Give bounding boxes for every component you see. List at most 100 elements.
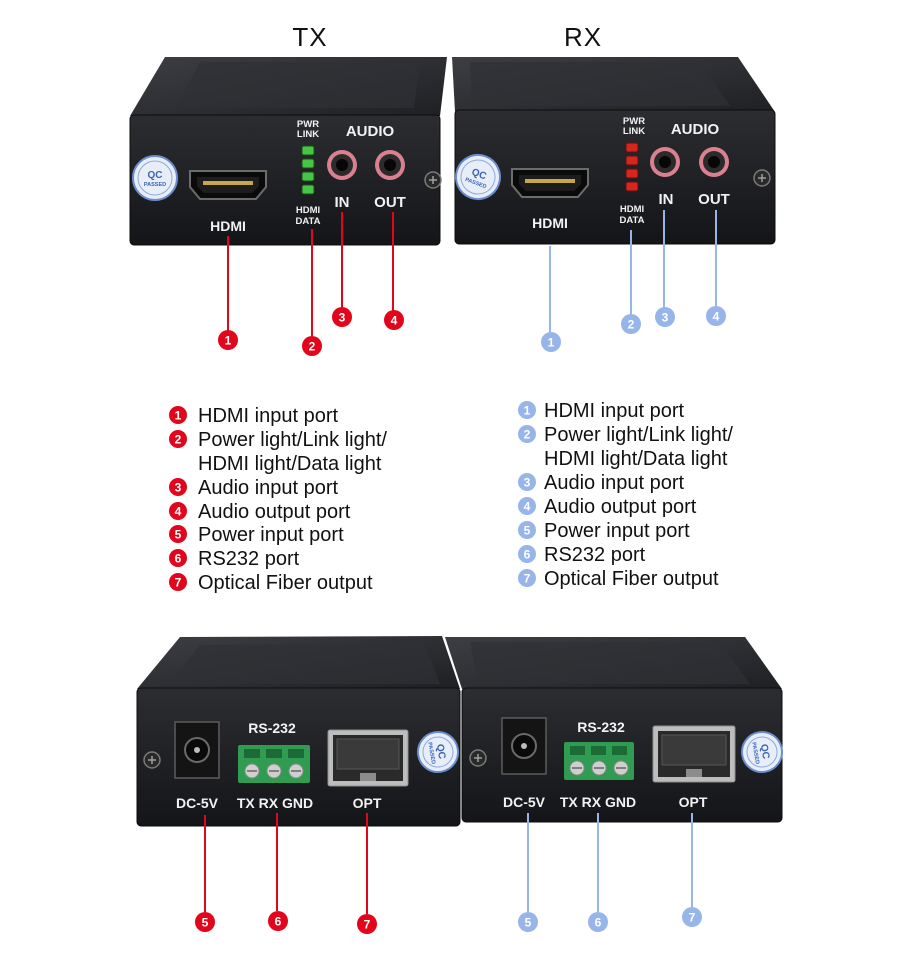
tx-legend-text-1: HDMI input port xyxy=(198,405,338,427)
rx-front-qc-sticker: QC PASSED xyxy=(455,154,501,200)
rx-legend-item-1: 1 HDMI input port xyxy=(518,400,684,422)
rx-legend-text-3: Audio input port xyxy=(544,472,685,494)
tx-callout-4-number: 4 xyxy=(391,314,398,328)
tx-callout-3: 3 xyxy=(332,307,352,327)
rx-led-hdmi xyxy=(625,168,639,179)
tx-legend-badge-7 xyxy=(169,573,187,591)
tx-front-top-label xyxy=(176,62,420,108)
rx-led-link xyxy=(625,155,639,166)
rx-legend-text-2b: HDMI light/Data light xyxy=(544,448,728,470)
qc-sticker-line1: QC xyxy=(148,170,163,181)
qc-sticker-line1: QC xyxy=(470,167,488,182)
rx-front-device: QC PASSED HDMI PWR LINK HDMI DATA AUDIO xyxy=(452,57,776,245)
tx-front-device: QC PASSED HDMI PWR LINK HDMI DATA AUDIO xyxy=(129,57,447,246)
qc-sticker-line2: PASSED xyxy=(426,742,436,765)
rx-hdmi-port xyxy=(511,168,589,198)
rx-rs232-terminal-block xyxy=(564,742,634,780)
tx-led-data xyxy=(301,184,315,195)
tx-dc-label: DC-5V xyxy=(176,795,219,811)
tx-back-qc-sticker: QC PASSED xyxy=(417,731,459,773)
tx-legend-item-3: 3 Audio input port xyxy=(169,477,339,499)
tx-legend-badge-1 xyxy=(169,406,187,424)
rx-legend-item-3: 3 Audio input port xyxy=(518,472,685,494)
rx-callout-4-badge xyxy=(706,306,726,326)
rx-hdmi-label: HDMI xyxy=(532,215,568,231)
tx-legend-item-7: 7 Optical Fiber output xyxy=(169,572,373,594)
rx-hdmi-led-label: HDMI xyxy=(620,204,644,215)
rx-callout-2: 2 xyxy=(621,314,641,334)
rx-legend-badge-6 xyxy=(518,545,536,563)
tx-legend-text-5: Power input port xyxy=(198,524,344,546)
rx-legend-number-1: 1 xyxy=(524,404,531,418)
rx-audio-in-label: IN xyxy=(659,191,674,208)
rx-legend: 1 HDMI input port 2 Power light/Link lig… xyxy=(518,400,733,590)
tx-callout-1: 1 xyxy=(218,330,238,350)
rx-legend-item-5: 5 Power input port xyxy=(518,520,690,542)
rx-status-leds xyxy=(625,142,639,192)
tx-callout-7: 7 xyxy=(357,914,377,934)
rx-legend-badge-3 xyxy=(518,473,536,491)
tx-terminals-label: TX RX GND xyxy=(237,795,313,811)
rx-legend-number-6: 6 xyxy=(524,548,531,562)
rx-callout-1-number: 1 xyxy=(548,336,555,350)
tx-callout-4: 4 xyxy=(384,310,404,330)
tx-callout-4-badge xyxy=(384,310,404,330)
tx-legend-number-2: 2 xyxy=(175,433,182,447)
rx-audio-in-jack xyxy=(650,147,680,177)
rx-back-qc-sticker: QC PASSED xyxy=(741,731,783,773)
tx-legend-badge-4 xyxy=(169,502,187,520)
tx-callout-3-badge xyxy=(332,307,352,327)
tx-legend-badge-5 xyxy=(169,525,187,543)
rx-legend-number-4: 4 xyxy=(524,500,531,514)
rx-callout-1-badge xyxy=(541,332,561,352)
tx-callout-2-number: 2 xyxy=(309,340,316,354)
tx-legend-number-6: 6 xyxy=(175,552,182,566)
rx-legend-badge-5 xyxy=(518,521,536,539)
rx-callout-3-number: 3 xyxy=(662,311,669,325)
tx-legend-badge-3 xyxy=(169,478,187,496)
rx-legend-number-7: 7 xyxy=(524,572,531,586)
rx-audio-out-jack xyxy=(699,147,729,177)
tx-legend: 1 HDMI input port 2 Power light/Link lig… xyxy=(169,405,387,594)
rx-legend-number-2: 2 xyxy=(524,428,531,442)
tx-audio-in-jack xyxy=(327,150,357,180)
tx-back-device: DC-5V RS-232 TX RX GND OPT QC PASSED xyxy=(136,636,461,827)
tx-back-screw-icon xyxy=(143,751,161,769)
tx-callout-1-number: 1 xyxy=(225,334,232,348)
tx-legend-badge-6 xyxy=(169,549,187,567)
tx-audio-label: AUDIO xyxy=(346,123,395,140)
rx-data-led-label: DATA xyxy=(620,215,645,226)
rx-legend-text-5: Power input port xyxy=(544,520,690,542)
tx-rs232-label: RS-232 xyxy=(248,720,296,736)
tx-callout-6: 6 xyxy=(268,911,288,931)
rx-back-device: DC-5V RS-232 TX RX GND OPT QC PASSED xyxy=(445,637,783,823)
tx-legend-text-7: Optical Fiber output xyxy=(198,572,373,594)
tx-legend-badge-2 xyxy=(169,430,187,448)
tx-legend-number-4: 4 xyxy=(175,505,182,519)
rx-legend-item-2: 2 Power light/Link light/ HDMI light/Dat… xyxy=(518,424,733,470)
rx-sfp-optical-port xyxy=(652,725,736,783)
tx-legend-number-1: 1 xyxy=(175,409,182,423)
rx-legend-number-5: 5 xyxy=(524,524,531,538)
tx-led-hdmi xyxy=(301,171,315,182)
tx-legend-item-6: 6 RS232 port xyxy=(169,548,300,570)
tx-callout-7-number: 7 xyxy=(364,918,371,932)
tx-legend-item-4: 4 Audio output port xyxy=(169,501,351,523)
tx-callout-2-badge xyxy=(302,336,322,356)
rx-title: RX xyxy=(564,22,602,52)
tx-dc-power-jack xyxy=(174,721,220,779)
rx-audio-out-label: OUT xyxy=(698,191,730,208)
rx-front-screw-icon xyxy=(753,169,771,187)
tx-audio-out-label: OUT xyxy=(374,194,406,211)
tx-hdmi-led-label: HDMI xyxy=(296,205,320,216)
tx-rs232-terminal-block xyxy=(238,745,310,783)
tx-audio-in-label: IN xyxy=(335,194,350,211)
tx-hdmi-port xyxy=(189,170,267,200)
rx-legend-item-4: 4 Audio output port xyxy=(518,496,697,518)
rx-callout-6-number: 6 xyxy=(595,916,602,930)
tx-status-leds xyxy=(301,145,315,195)
tx-audio-out-jack xyxy=(375,150,405,180)
rx-link-label: LINK xyxy=(623,126,645,137)
tx-link-label: LINK xyxy=(297,129,319,140)
